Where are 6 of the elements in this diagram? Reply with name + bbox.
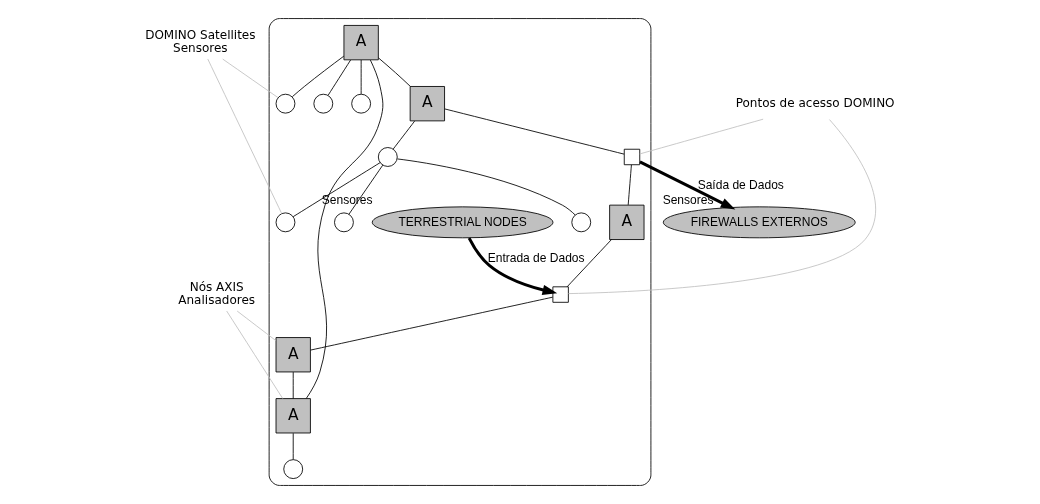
node-label: Sensores	[321, 192, 373, 207]
node-text: Nós AXIS Analisadores	[178, 280, 256, 308]
edge-label: Saída de Dados	[697, 177, 784, 192]
node-text: Pontos de acesso DOMINO	[735, 95, 895, 110]
edge-label: Entrada de Dados	[487, 251, 585, 266]
node-text: DOMINO Satellites Sensores	[145, 28, 256, 56]
